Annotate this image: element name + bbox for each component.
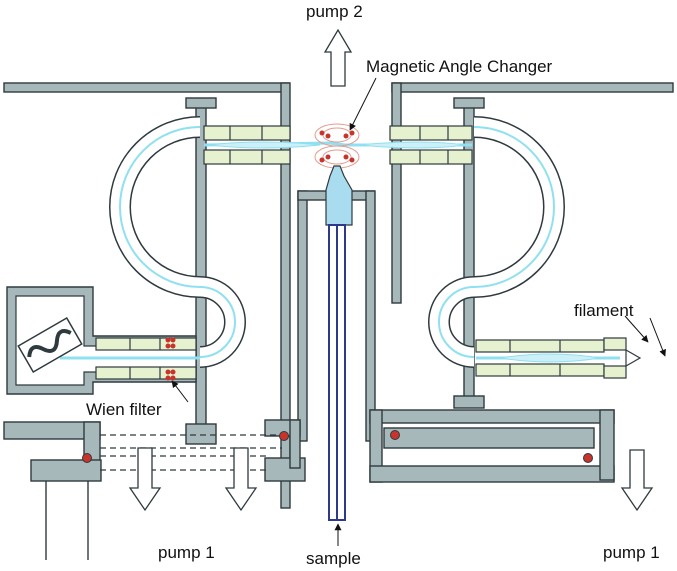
pump-1-right-label: pump 1 xyxy=(603,543,660,562)
pump-ducts xyxy=(100,434,282,471)
leader-lines xyxy=(171,77,666,546)
magnetic-angle-changer xyxy=(314,123,360,169)
arrow-up-icon xyxy=(323,28,353,87)
arrow-down-icon xyxy=(128,447,162,512)
filament-lens-stack xyxy=(475,339,605,377)
right-beam-tube xyxy=(428,116,565,368)
top-lens-stacks xyxy=(203,125,473,165)
sample-label: sample xyxy=(306,549,361,568)
cathode-chip-icon xyxy=(17,316,83,374)
arrow-down-icon xyxy=(224,447,258,512)
wien-filter-coils xyxy=(165,337,176,381)
beam-envelope xyxy=(359,141,467,149)
pump-1-left-label: pump 1 xyxy=(158,543,215,562)
pump-2-label: pump 2 xyxy=(306,2,363,21)
sample-holder xyxy=(325,165,353,521)
beam-envelope xyxy=(209,141,321,149)
left-beam-tube xyxy=(109,116,246,368)
wien-filter-label: Wien filter xyxy=(86,400,162,419)
beam-envelope xyxy=(499,353,601,363)
magnetic-angle-changer-label: Magnetic Angle Changer xyxy=(366,57,553,76)
valve-icons xyxy=(82,430,593,463)
filament-label: filament xyxy=(574,301,634,320)
filament-holder xyxy=(603,337,642,379)
arrow-down-icon xyxy=(620,449,654,512)
